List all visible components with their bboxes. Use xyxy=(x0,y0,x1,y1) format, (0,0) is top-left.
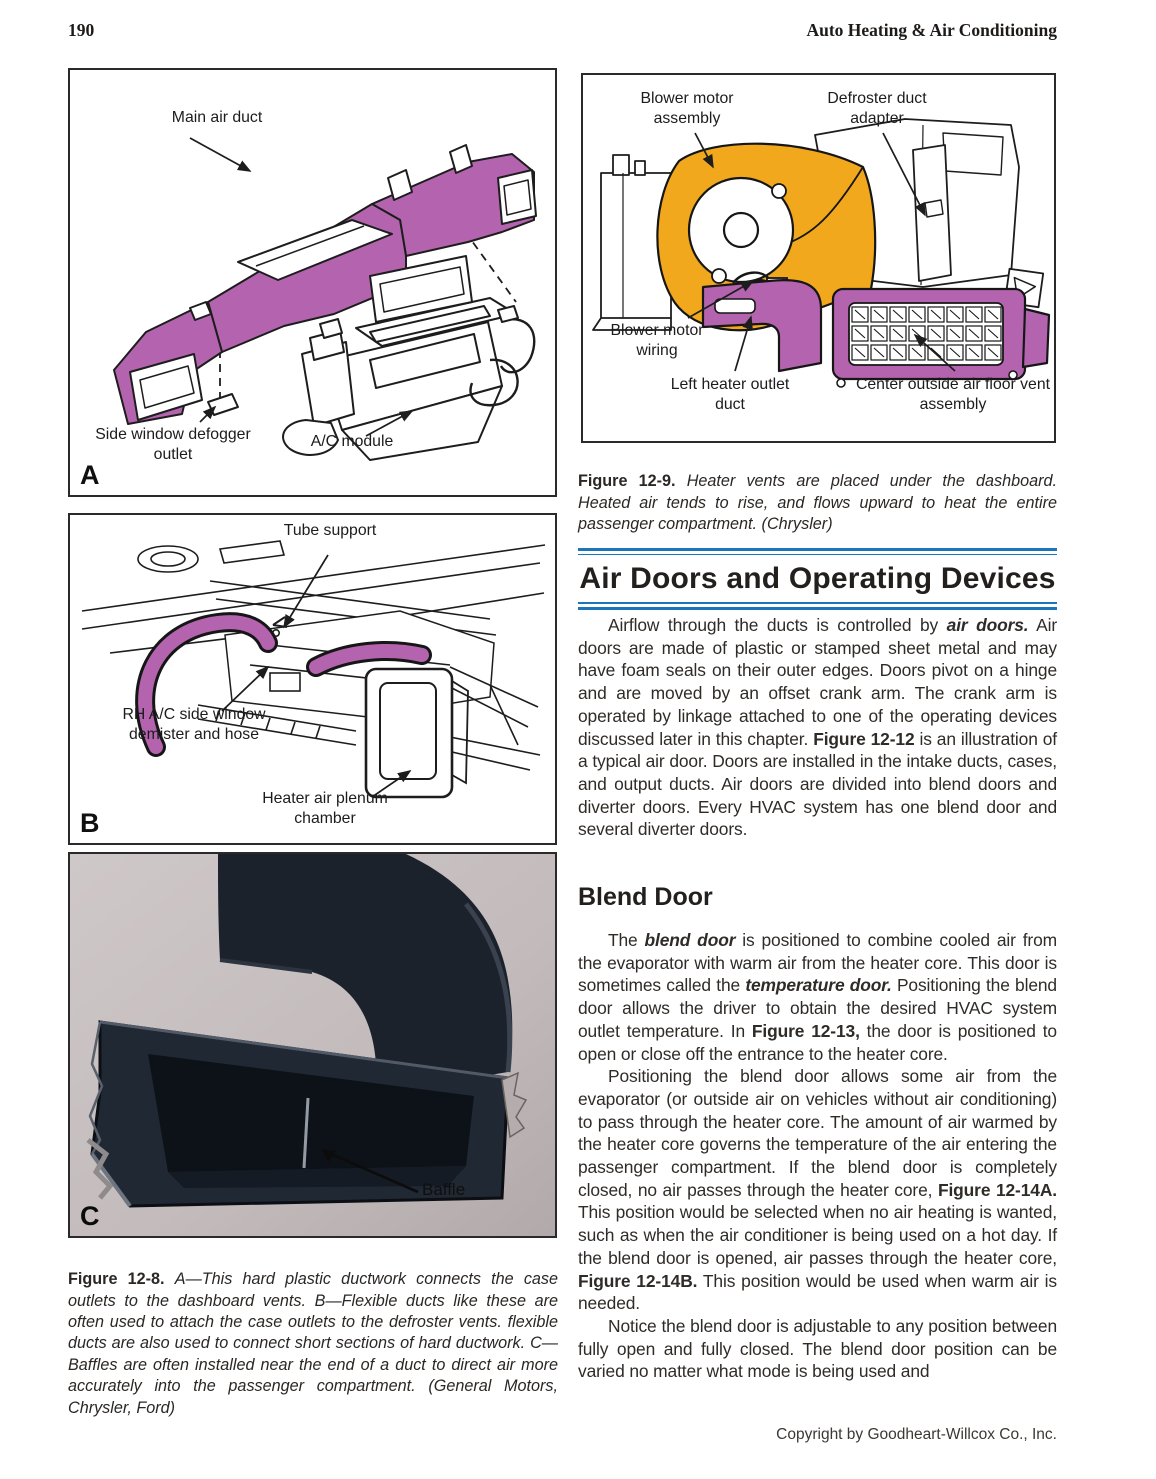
caption-figure-12-8: Figure 12-8. A—This hard plastic ductwor… xyxy=(68,1269,558,1419)
subsection-title-blend-door: Blend Door xyxy=(578,883,713,911)
label-blower-motor-assembly: Blower motor assembly xyxy=(640,90,734,127)
paragraph: Notice the blend door is adjustable to a… xyxy=(578,1315,1057,1382)
caption-12-8-body: A—This hard plastic ductwork connects th… xyxy=(68,1270,559,1417)
blue-rule xyxy=(578,553,1057,556)
blue-rule xyxy=(578,602,1057,605)
caption-12-8-lead: Figure 12-8. xyxy=(68,1270,165,1289)
duct-photo-c xyxy=(70,854,555,1236)
label-rh-demister: RH A/C side window demister and hose xyxy=(122,706,266,743)
duct-diagram-a xyxy=(113,137,537,461)
label-blower-motor-wiring: Blower motor wiring xyxy=(610,322,704,359)
figure-12-9: Blower motor assembly Defroster duct ada… xyxy=(581,73,1056,443)
label-left-heater-outlet-duct: Left heater outlet duct xyxy=(670,376,790,413)
duct-diagram-b xyxy=(81,540,546,799)
section-heading-band: Air Doors and Operating Devices xyxy=(578,548,1057,610)
paragraph: Positioning the blend door allows some a… xyxy=(578,1066,1057,1314)
caption-12-9-body: Heater vents are placed under the dashbo… xyxy=(578,472,1057,533)
running-head-title: Auto Heating & Air Conditioning xyxy=(806,20,1057,40)
label-defroster-duct-adapter: Defroster duct adapter xyxy=(827,90,927,127)
blue-rule xyxy=(578,548,1057,551)
page-number: 190 xyxy=(68,20,95,40)
figure-12-8-panel-c-photo: Baffle C xyxy=(68,852,557,1238)
label-heater-plenum: Heater air plenum chamber xyxy=(262,790,388,827)
label-center-floor-vent: Center outside air floor vent assembly xyxy=(855,376,1051,413)
heater-vent-diagram xyxy=(592,118,1051,388)
label-ac-module: A/C module xyxy=(310,433,394,450)
blue-rule xyxy=(578,606,1057,610)
panel-letter-a: A xyxy=(80,460,100,490)
figure-12-8-panel-b: Tube support RH A/C side window demister… xyxy=(68,513,557,845)
caption-12-9-lead: Figure 12-9. xyxy=(578,472,676,491)
blend-door-text: The blend door is positioned to combine … xyxy=(578,929,1057,1383)
label-baffle: Baffle xyxy=(422,1180,466,1199)
section-intro-text: Airflow through the ducts is controlled … xyxy=(578,614,1057,841)
label-main-air-duct: Main air duct xyxy=(171,109,263,126)
paragraph: Airflow through the ducts is controlled … xyxy=(578,615,1058,840)
copyright-footer: Copyright by Goodheart-Willcox Co., Inc. xyxy=(776,1426,1057,1443)
panel-letter-c: C xyxy=(80,1201,100,1231)
caption-figure-12-9: Figure 12-9. Heater vents are placed und… xyxy=(578,471,1057,535)
section-title: Air Doors and Operating Devices xyxy=(579,562,1056,596)
panel-letter-b: B xyxy=(80,808,100,838)
label-tube-support: Tube support xyxy=(283,522,377,539)
paragraph: The blend door is positioned to combine … xyxy=(578,930,1057,1064)
figure-12-8-panel-a: Main air duct Side window defogger outle… xyxy=(68,68,557,497)
label-side-window-defogger-outlet: Side window defogger outlet xyxy=(95,426,251,463)
